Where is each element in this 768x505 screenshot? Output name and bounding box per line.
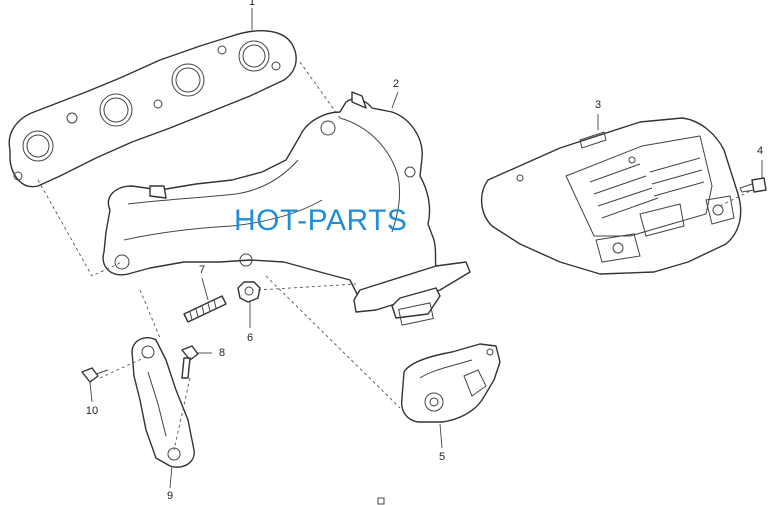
bottom-edge-marker <box>377 497 385 505</box>
callout-2: 2 <box>392 78 400 90</box>
part-2-exhaust-manifold <box>102 91 471 326</box>
callout-9: 9 <box>166 490 174 502</box>
callout-5: 5 <box>438 451 446 463</box>
callout-8: 8 <box>218 347 226 359</box>
watermark-text: HOT-PARTS <box>234 204 408 237</box>
callout-4: 4 <box>756 145 764 157</box>
part-4-bolt <box>739 177 767 193</box>
part-5-lower-heat-shield <box>400 343 501 423</box>
part-7-stud <box>183 295 227 323</box>
part-3-heat-shield <box>481 117 742 275</box>
alignment-dashed-lines <box>37 61 753 451</box>
callout-6: 6 <box>246 332 254 344</box>
part-8-bolt <box>181 345 199 379</box>
part-6-nut <box>237 281 261 303</box>
callout-7: 7 <box>198 264 206 276</box>
leader-lines <box>89 8 763 489</box>
part-1-manifold-gasket <box>8 30 297 188</box>
callout-10: 10 <box>85 405 99 417</box>
part-10-bolt <box>81 367 109 383</box>
part-9-bracket <box>131 336 195 468</box>
callout-3: 3 <box>594 99 602 111</box>
callout-1: 1 <box>248 0 256 8</box>
